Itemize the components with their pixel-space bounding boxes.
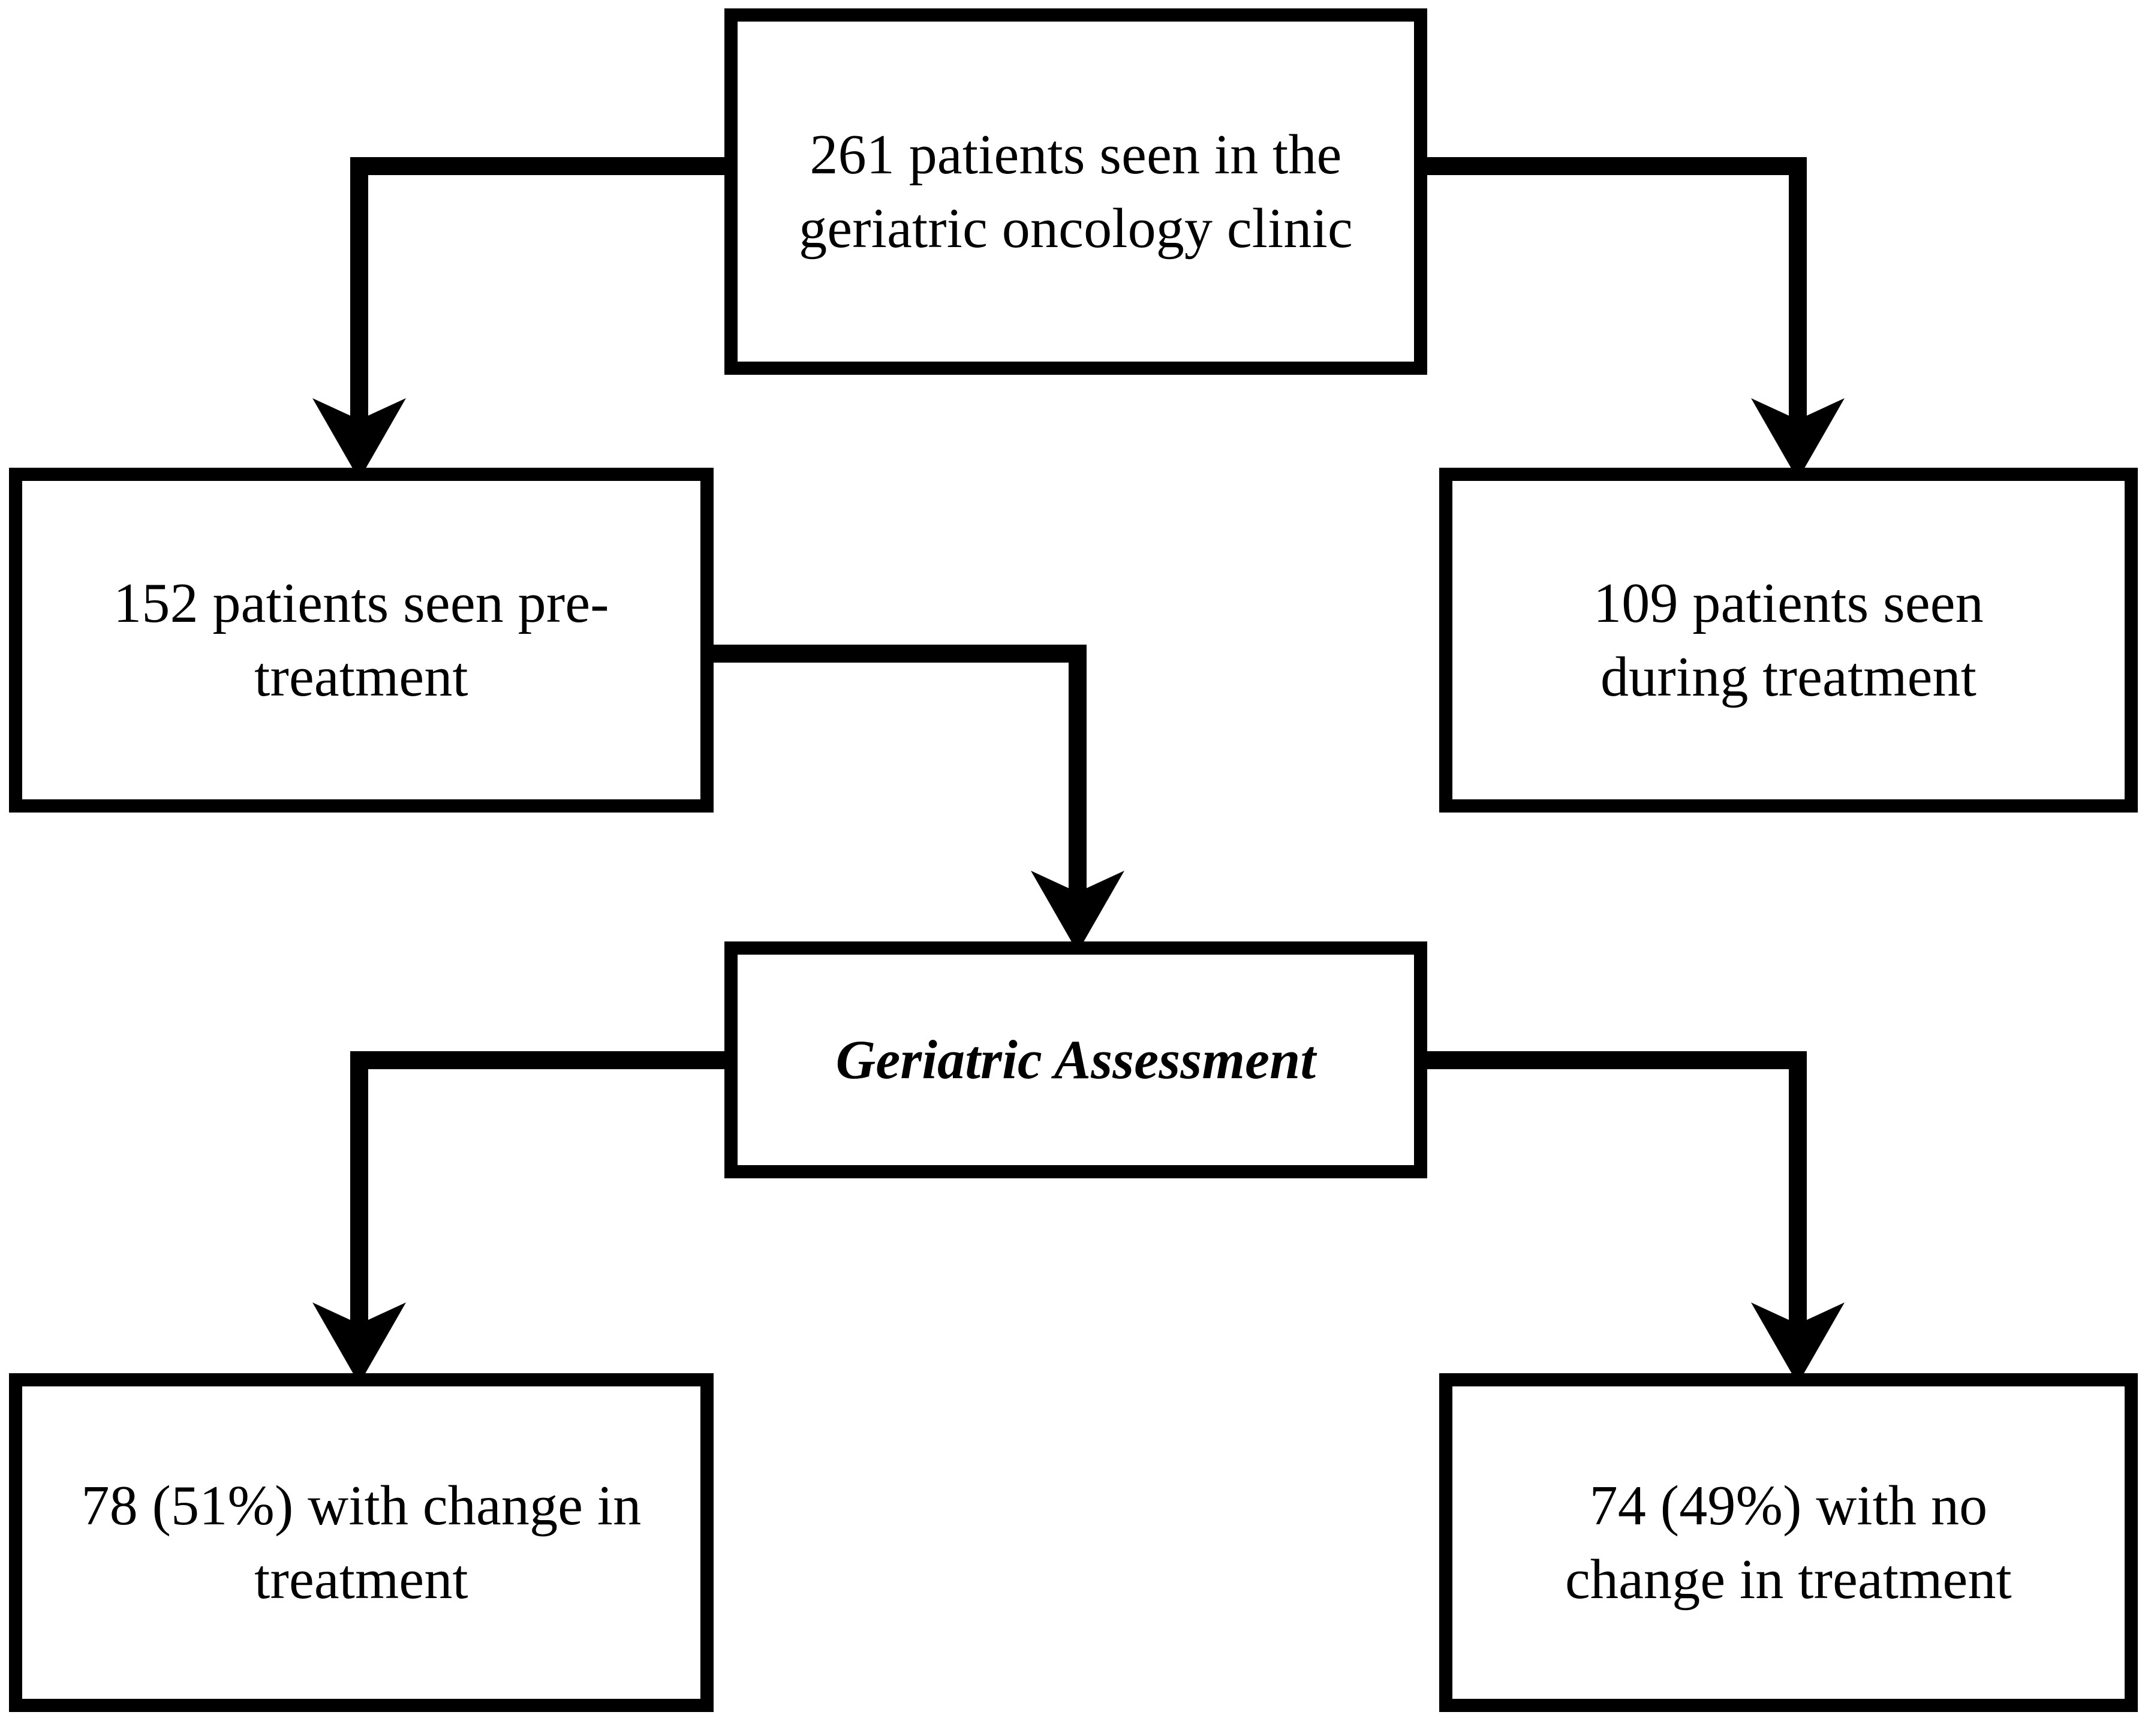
node-label-total-patients: 261 patients seen in the geriatric oncol…	[799, 124, 1353, 260]
node-change-in-treatment: 78 (51%) with change in treatment	[9, 1373, 714, 1712]
node-geriatric-assessment: Geriatric Assessment	[724, 941, 1427, 1178]
node-label-pre-treatment: 152 patients seen pre- treatment	[113, 572, 609, 708]
connector-pre-treatment-to-geriatric-assessment	[714, 645, 1124, 952]
node-label-geriatric-assessment: Geriatric Assessment	[835, 1028, 1316, 1090]
node-label-no-change-in-treatment: 74 (49%) with no change in treatment	[1565, 1475, 2012, 1611]
node-pre-treatment: 152 patients seen pre- treatment	[9, 468, 714, 813]
connector-geriatric-assessment-to-change	[312, 1051, 724, 1384]
node-during-treatment: 109 patients seen during treatment	[1439, 468, 2138, 813]
connector-top-to-pre-treatment	[312, 157, 724, 480]
connector-geriatric-assessment-to-no-change	[1427, 1051, 1845, 1384]
node-label-change-in-treatment: 78 (51%) with change in treatment	[81, 1475, 642, 1611]
node-total-patients: 261 patients seen in the geriatric oncol…	[724, 8, 1427, 375]
node-label-during-treatment: 109 patients seen during treatment	[1593, 572, 1984, 708]
node-no-change-in-treatment: 74 (49%) with no change in treatment	[1439, 1373, 2138, 1712]
connector-top-to-during-treatment	[1427, 157, 1845, 480]
